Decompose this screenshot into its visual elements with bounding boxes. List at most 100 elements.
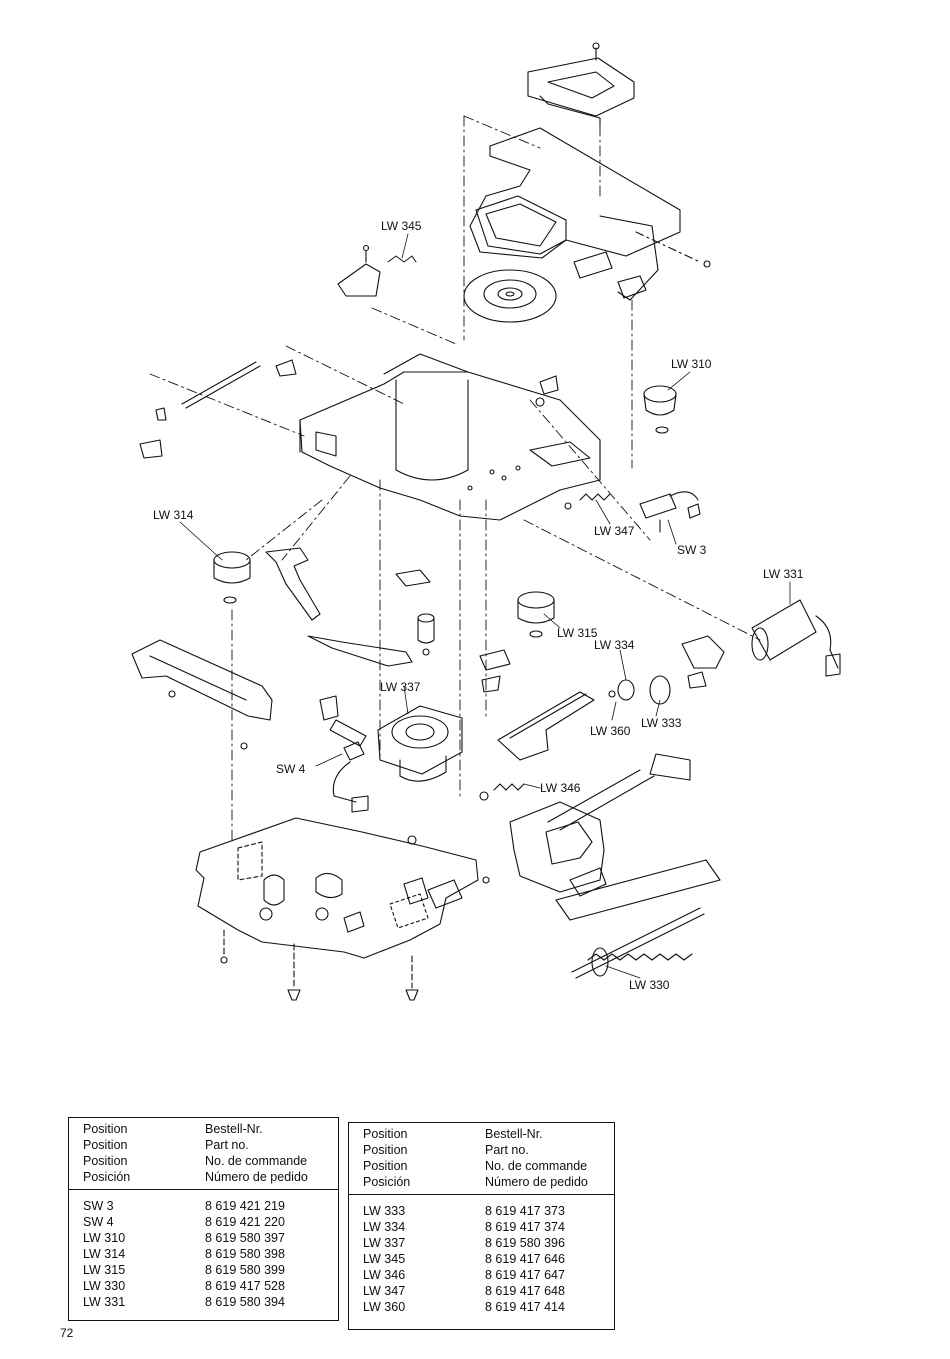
parts-table-body: SW 3 8 619 421 219 SW 4 8 619 421 220 LW 3… <box>69 1190 338 1310</box>
linkage-arms <box>265 547 511 693</box>
clamp-plate <box>469 127 711 301</box>
table-row: LW 347 8 619 417 648 <box>349 1283 614 1299</box>
left-slider <box>131 639 273 750</box>
gear-train <box>608 635 725 705</box>
main-chassis <box>299 353 601 521</box>
position-cell: LW 334 <box>363 1220 406 1234</box>
callout-lw314: LW 314 <box>153 508 194 522</box>
part-number-cell: 8 619 580 397 <box>205 1231 285 1245</box>
table-row: LW 337 8 619 580 396 <box>349 1235 614 1251</box>
lw315-part <box>517 591 555 638</box>
header-position: Position <box>363 1127 408 1141</box>
left-rod <box>139 359 297 459</box>
position-cell: LW 333 <box>363 1204 406 1218</box>
callout-lw310: LW 310 <box>671 357 712 371</box>
part-number-cell: 8 619 417 373 <box>485 1204 565 1218</box>
part-number-cell: 8 619 417 648 <box>485 1284 565 1298</box>
top-bracket <box>527 42 635 127</box>
table-row: LW 333 8 619 417 373 <box>349 1203 614 1219</box>
header-part: Part no. <box>205 1138 249 1152</box>
header-position: Posición <box>83 1170 131 1184</box>
header-part: Part no. <box>485 1143 529 1157</box>
lw345-lever <box>337 244 417 297</box>
table-row: LW 330 8 619 417 528 <box>69 1278 338 1294</box>
callout-lw331: LW 331 <box>763 567 804 581</box>
callout-leaders <box>179 233 791 979</box>
header-position: Position <box>363 1159 408 1173</box>
callout-sw3: SW 3 <box>677 543 707 557</box>
part-number-cell: 8 619 417 647 <box>485 1268 565 1282</box>
position-cell: LW 345 <box>363 1252 406 1266</box>
position-cell: LW 330 <box>83 1279 126 1293</box>
callout-lw334: LW 334 <box>594 638 635 652</box>
guide-lines <box>149 115 761 841</box>
table-row: SW 4 8 619 421 220 <box>69 1214 338 1230</box>
table-row: SW 3 8 619 421 219 <box>69 1198 338 1214</box>
header-position: Posición <box>363 1175 411 1189</box>
callout-lw315: LW 315 <box>557 626 598 640</box>
header-part: Número de pedido <box>205 1170 308 1184</box>
table-row: LW 310 8 619 580 397 <box>69 1230 338 1246</box>
callout-lw337: LW 337 <box>380 680 421 694</box>
header-position: Position <box>83 1138 128 1152</box>
callout-lw345: LW 345 <box>381 219 422 233</box>
position-cell: LW 346 <box>363 1268 406 1282</box>
center-gear <box>417 613 435 656</box>
position-cell: LW 310 <box>83 1231 126 1245</box>
header-position: Position <box>83 1122 128 1136</box>
lw310-part <box>643 385 677 434</box>
part-number-cell: 8 619 580 394 <box>205 1295 285 1309</box>
header-position: Position <box>83 1154 128 1168</box>
position-cell: SW 3 <box>83 1199 114 1213</box>
part-number-cell: 8 619 580 399 <box>205 1263 285 1277</box>
part-number-cell: 8 619 580 398 <box>205 1247 285 1261</box>
lw337-motor <box>377 705 463 782</box>
header-part: Bestell-Nr. <box>485 1127 543 1141</box>
table-row: LW 334 8 619 417 374 <box>349 1219 614 1235</box>
position-cell: LW 347 <box>363 1284 406 1298</box>
position-cell: LW 331 <box>83 1295 126 1309</box>
part-number-cell: 8 619 417 414 <box>485 1300 565 1314</box>
header-part: No. de commande <box>205 1154 308 1168</box>
callout-sw4: SW 4 <box>276 762 306 776</box>
lw347-spring <box>564 493 611 510</box>
header-part: Bestell-Nr. <box>205 1122 263 1136</box>
sw4-switch <box>319 695 369 813</box>
table-row: LW 346 8 619 417 647 <box>349 1267 614 1283</box>
part-number-cell: 8 619 421 219 <box>205 1199 285 1213</box>
position-cell: SW 4 <box>83 1215 114 1229</box>
lw314-part <box>213 551 251 604</box>
header-part: No. de commande <box>485 1159 588 1173</box>
part-number-cell: 8 619 417 528 <box>205 1279 285 1293</box>
right-slider <box>497 691 595 761</box>
part-number-cell: 8 619 417 374 <box>485 1220 565 1234</box>
page-number: 72 <box>60 1326 74 1340</box>
sw3-switch <box>639 491 701 533</box>
table-row: LW 345 8 619 417 646 <box>349 1251 614 1267</box>
callout-lw360: LW 360 <box>590 724 631 738</box>
header-position: Position <box>363 1143 408 1157</box>
position-cell: LW 360 <box>363 1300 406 1314</box>
part-number-cell: 8 619 580 396 <box>485 1236 565 1250</box>
bottom-screws <box>220 929 419 1001</box>
callout-lw330: LW 330 <box>629 978 670 992</box>
callout-lw346: LW 346 <box>540 781 581 795</box>
callout-lw333: LW 333 <box>641 716 682 730</box>
table-row: LW 315 8 619 580 399 <box>69 1262 338 1278</box>
callout-lw347: LW 347 <box>594 524 635 538</box>
turntable-disc <box>463 269 557 323</box>
pickup-unit <box>509 753 691 897</box>
part-number-cell: 8 619 421 220 <box>205 1215 285 1229</box>
lw346-spring <box>479 783 525 801</box>
position-cell: LW 315 <box>83 1263 126 1277</box>
position-cell: LW 337 <box>363 1236 406 1250</box>
circuit-board <box>195 817 490 959</box>
lw331-motor <box>751 599 841 677</box>
part-number-cell: 8 619 417 646 <box>485 1252 565 1266</box>
